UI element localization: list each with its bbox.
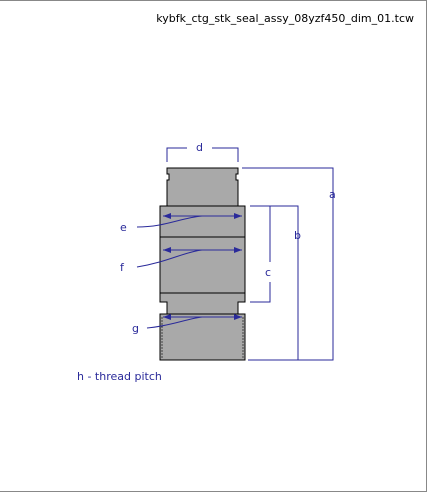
dimension-d-line	[166, 147, 239, 162]
dimension-b-line	[250, 205, 299, 360]
label-e: e	[120, 221, 127, 234]
dimension-c-line	[250, 205, 271, 303]
label-g: g	[132, 322, 139, 335]
neck	[159, 292, 246, 315]
dimension-lines	[136, 147, 334, 361]
label-f: f	[120, 261, 125, 274]
label-b: b	[294, 229, 301, 242]
label-d: d	[196, 141, 203, 154]
label-c: c	[265, 266, 271, 279]
thread-pitch-note: h - thread pitch	[77, 370, 162, 383]
dimension-e-leader	[136, 215, 203, 228]
top-cap	[166, 167, 239, 207]
threaded-section	[159, 313, 246, 361]
thread-marks	[161, 317, 244, 358]
seal-assembly-part	[159, 167, 246, 361]
dimension-a-line	[242, 167, 334, 361]
dimension-f-leader	[136, 249, 203, 268]
file-name: kybfk_ctg_stk_seal_assy_08yzf450_dim_01.…	[156, 12, 414, 25]
dimension-g-leader	[146, 316, 203, 329]
label-a: a	[329, 188, 336, 201]
lower-body	[159, 236, 246, 294]
